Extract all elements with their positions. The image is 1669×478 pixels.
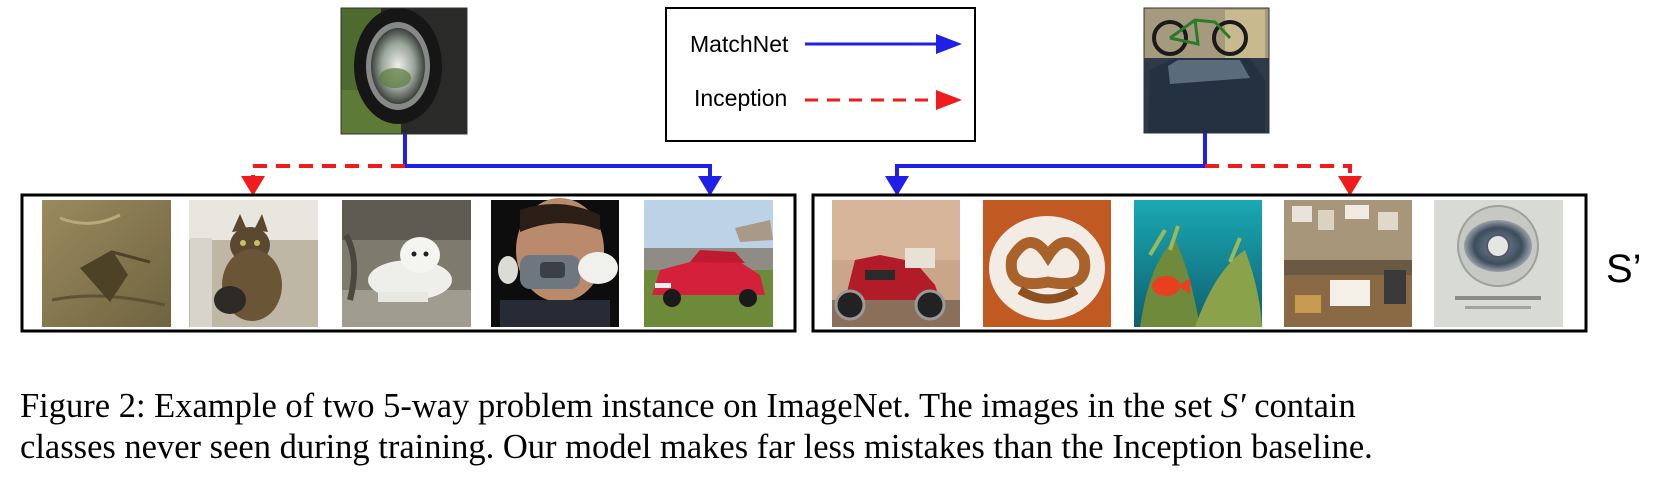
legend-inception-label: Inception <box>694 85 787 111</box>
inception-arrowhead-1 <box>241 176 265 196</box>
matchnet-arrowhead-2 <box>885 176 909 196</box>
caption-line-2: classes never seen during training. Our … <box>20 428 1373 466</box>
query-image-hubcap <box>340 7 468 135</box>
caption-line-1-after: contain <box>1245 387 1356 425</box>
inception-arrowhead-2 <box>1338 176 1362 196</box>
support-image-scooter <box>832 200 960 327</box>
support-image-stingray <box>42 200 171 327</box>
support-image-cluttered-desk <box>1284 200 1412 327</box>
support-image-watch <box>1434 200 1563 327</box>
matching-diagram: MatchNet Inception <box>20 7 1642 333</box>
matchnet-connector-1 <box>403 134 712 180</box>
caption-line-1-before: Figure 2: Example of two 5-way problem i… <box>20 387 1221 425</box>
legend-matchnet-label: MatchNet <box>690 31 789 57</box>
legend-box <box>665 7 976 142</box>
matchnet-connector-2 <box>895 133 1207 180</box>
support-set-box-1 <box>20 193 797 333</box>
support-image-red-car <box>644 200 773 327</box>
support-image-coral-fish <box>1134 200 1262 327</box>
connectors-instance-2 <box>885 133 1362 196</box>
matchnet-arrowhead-1 <box>698 176 722 196</box>
support-image-cat <box>189 200 318 327</box>
inception-connector-1 <box>251 164 405 180</box>
legend-matchnet-arrowhead <box>936 34 962 54</box>
support-set-label: S’ <box>1606 247 1642 291</box>
support-image-respirator-mask <box>491 198 619 327</box>
legend: MatchNet Inception <box>665 7 976 142</box>
support-set-box-2 <box>811 193 1588 333</box>
figure-caption: Figure 2: Example of two 5-way problem i… <box>20 386 1660 468</box>
support-image-pretzel <box>983 200 1111 327</box>
legend-inception-arrowhead <box>936 90 962 110</box>
caption-line-1: Figure 2: Example of two 5-way problem i… <box>20 386 1660 427</box>
support-image-white-dog <box>342 200 471 327</box>
caption-set-symbol: S′ <box>1220 387 1246 425</box>
connectors-instance-1 <box>241 134 722 196</box>
query-image-car-bike <box>1143 7 1270 134</box>
inception-connector-2 <box>1205 164 1352 180</box>
